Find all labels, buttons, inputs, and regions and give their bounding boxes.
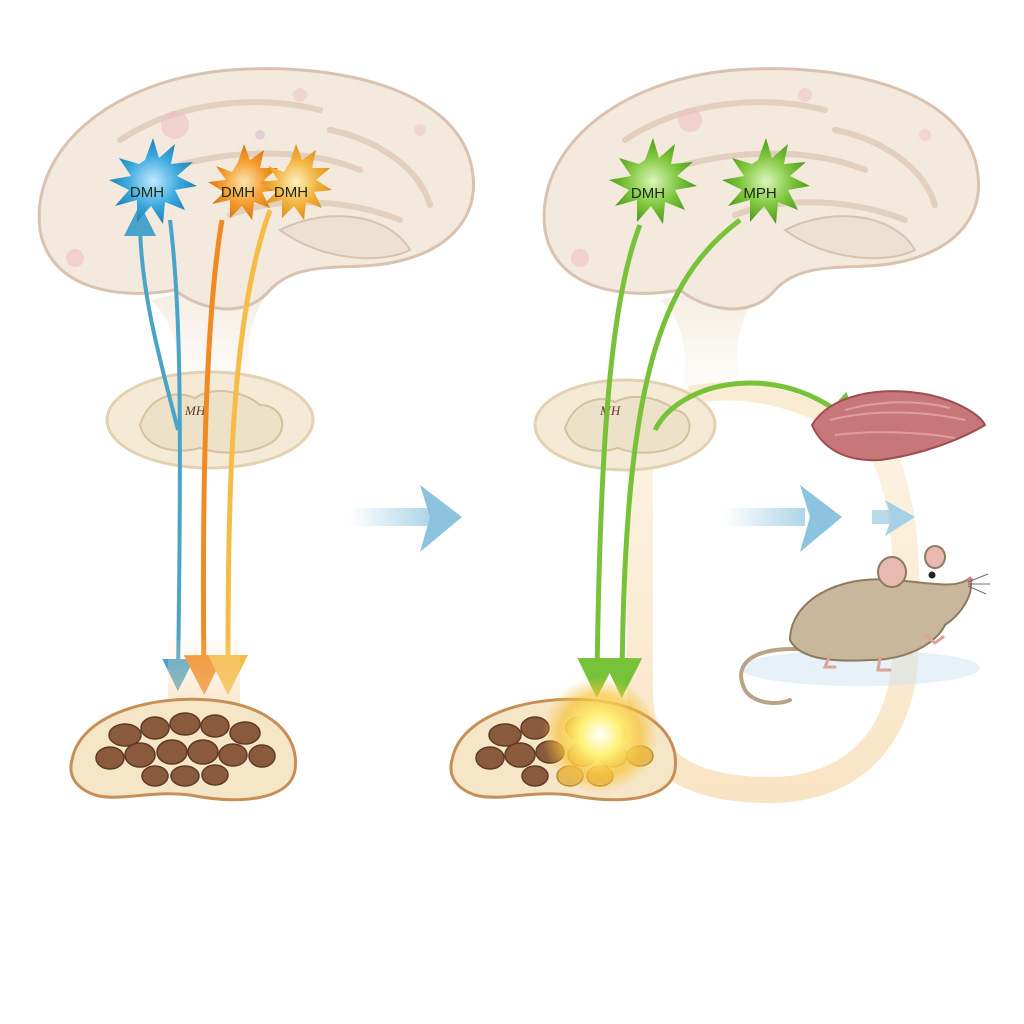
yellow-pathway bbox=[208, 209, 273, 695]
dmh-node-green: DMH bbox=[609, 138, 697, 224]
mph-node-green: MPH bbox=[722, 138, 810, 224]
dmh-node-yellow: DMH bbox=[260, 144, 332, 220]
hypothalamus-icon: MH bbox=[533, 378, 717, 472]
green-pathway-2 bbox=[602, 218, 742, 698]
green-pathway-muscle bbox=[652, 380, 864, 434]
node-label: DMH bbox=[274, 184, 308, 201]
flow-arrow-icon bbox=[350, 485, 462, 552]
node-label: DMH bbox=[221, 184, 255, 201]
right-panel: MH DMH MPH bbox=[449, 67, 990, 804]
blue-pathway-down bbox=[162, 219, 195, 691]
dmh-node-blue: DMH bbox=[109, 138, 197, 224]
orange-pathway bbox=[183, 219, 225, 695]
flow-arrow-icon bbox=[872, 500, 915, 536]
node-label: DMH bbox=[130, 184, 164, 201]
thermogenesis-glow bbox=[542, 677, 658, 793]
mouse-icon bbox=[739, 545, 990, 705]
hypothalamus-icon: MH bbox=[105, 370, 315, 470]
left-panel: MH DMH DMH DMH bbox=[37, 67, 475, 802]
adipose-tissue-icon bbox=[69, 697, 298, 802]
muscle-icon bbox=[810, 390, 987, 462]
adipose-tissue-icon bbox=[449, 677, 678, 802]
relay-label: MH bbox=[184, 403, 206, 418]
dmh-node-orange: DMH bbox=[208, 144, 280, 220]
green-pathway-1 bbox=[577, 224, 643, 698]
blue-pathway-up bbox=[124, 204, 180, 431]
node-label: MPH bbox=[743, 185, 776, 202]
node-label: DMH bbox=[631, 185, 665, 202]
flow-arrow-icon bbox=[725, 485, 842, 552]
